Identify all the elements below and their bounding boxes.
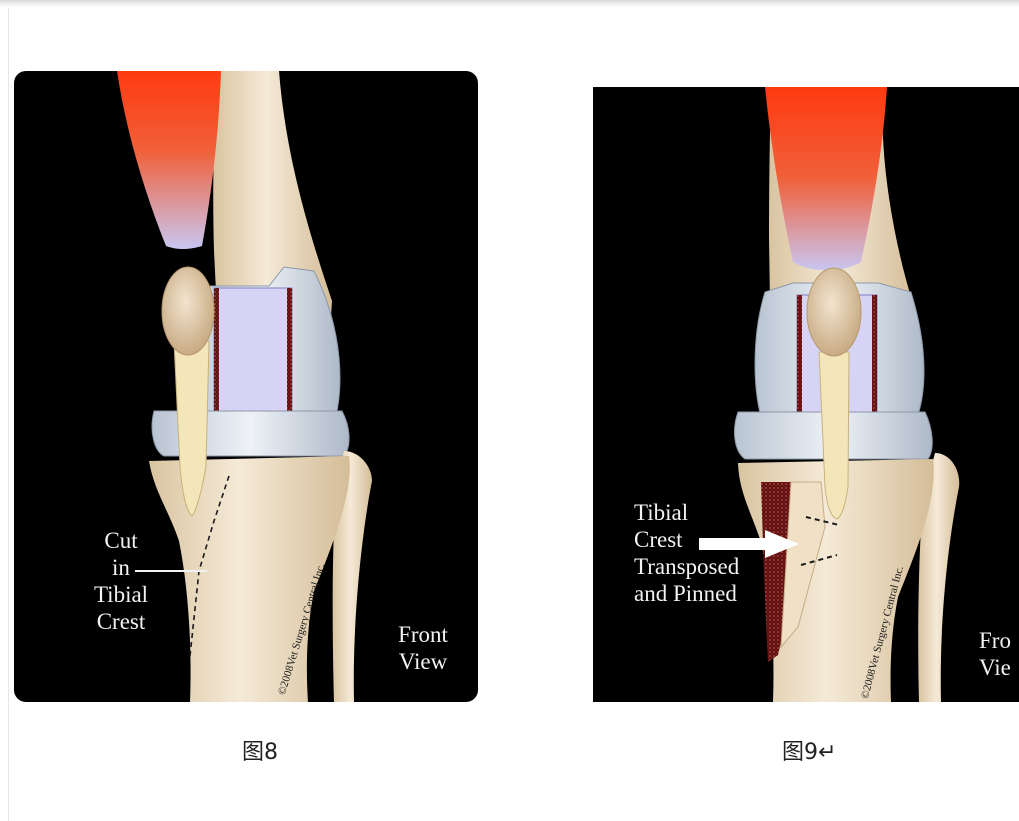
- crest-cut-line: [189, 475, 230, 657]
- figure-8: Cut in Tibial Crest Front View ©2008Vet …: [14, 71, 478, 702]
- figure-8-caption: 图8: [242, 740, 278, 765]
- trochlear-groove: [213, 287, 293, 415]
- figure-8-illustration: [14, 71, 478, 702]
- label-front-view-cropped: Fro Vie: [979, 628, 1011, 680]
- quadriceps-muscle: [117, 71, 221, 250]
- groove-wedge-left: [214, 288, 219, 414]
- patella: [806, 267, 862, 357]
- label-front-view: Front View: [398, 622, 448, 674]
- patella: [161, 266, 215, 356]
- tibia-bone: [149, 456, 350, 702]
- figure-9: Tibial Crest Transposed and Pinned Fro V…: [593, 87, 1019, 702]
- groove-wedge-right: [872, 295, 877, 421]
- fibula-bone: [332, 451, 372, 702]
- figure-9-illustration: [593, 87, 1019, 702]
- pin-lower: [800, 554, 838, 566]
- patellar-ligament: [818, 351, 850, 520]
- fibula-bone: [918, 453, 960, 702]
- quadriceps-muscle: [765, 87, 887, 271]
- patellar-ligament: [173, 340, 210, 517]
- label-cut-in-tibial-crest: Cut in Tibial Crest: [93, 528, 149, 634]
- pin-upper: [805, 516, 840, 526]
- groove-wedge-left: [797, 295, 802, 421]
- groove-wedge-right: [287, 288, 292, 414]
- page-left-border: [8, 8, 9, 821]
- label-tibial-crest-transposed: Tibial Crest Transposed and Pinned: [634, 500, 740, 606]
- arrow-to-crest: [699, 530, 799, 558]
- figure-9-caption: 图9↵: [782, 740, 837, 765]
- window-top-shadow: [0, 0, 1019, 8]
